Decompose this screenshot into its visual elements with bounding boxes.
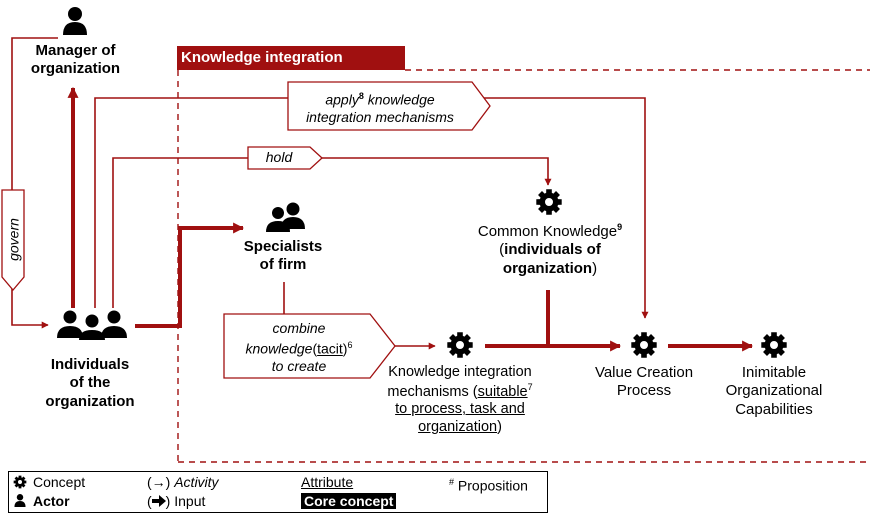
paren-close: ) [165, 493, 171, 509]
vcp-label-line2: Process [616, 382, 672, 400]
common-knowledge-attr-line2: organization [502, 259, 593, 277]
proposition-7-marker: 7 [527, 381, 533, 392]
legend-activity: (→) Activity [147, 474, 219, 491]
people-group-icon [57, 310, 127, 340]
common-knowledge-node-label: Common Knowledge9 (individuals of organi… [455, 222, 645, 278]
paren-open: ( [499, 241, 505, 259]
combine-label: combine knowledge(tacit)6 to create [224, 320, 374, 375]
legend-attribute-label: Attribute [301, 474, 354, 490]
individuals-label-line1: Individuals [50, 356, 130, 373]
edge-common-to-vcp [546, 290, 610, 348]
hold-label-shape [247, 146, 323, 170]
kim-attr-suitable: suitable [477, 383, 528, 400]
paren-close: ) [497, 418, 502, 435]
legend-activity-label: Activity [174, 474, 219, 490]
vcp-node-label: Value Creation Process [584, 364, 704, 401]
manager-node-label: Manager of organization [18, 42, 133, 79]
proposition-6-marker: 6 [347, 340, 353, 350]
ioc-label-line2: Organizational [725, 382, 823, 400]
ioc-label-line3: Capabilities [735, 400, 813, 418]
gear-icon [447, 332, 473, 358]
specialists-label-line2: of firm [259, 256, 307, 274]
combine-label-line1: combine [272, 320, 326, 336]
vcp-label-line1: Value Creation [594, 364, 694, 381]
legend-input-label: Input [174, 493, 206, 509]
ioc-label-line1: Inimitable [741, 364, 807, 381]
specialists-node-label: Specialists of firm [225, 238, 341, 275]
manager-label-line1: Manager of [35, 42, 116, 59]
apply-label-shape [287, 81, 491, 131]
person-icon [63, 7, 87, 35]
legend-proposition: # Proposition [449, 474, 528, 495]
legend-proposition-mark: # [449, 477, 455, 487]
gear-icon [13, 475, 27, 489]
gear-icon [631, 332, 657, 358]
common-knowledge-attr-line1: individuals of [504, 241, 601, 259]
individuals-label-line2: of the [69, 374, 111, 392]
gear-icon [761, 332, 787, 358]
legend-actor-label: Actor [33, 493, 70, 509]
combine-attr-tacit: tacit [317, 340, 343, 357]
kim-node-label: Knowledge integration mechanisms (suitab… [370, 364, 550, 437]
bold-arrow-icon [151, 495, 166, 507]
gear-icon [536, 189, 562, 215]
kim-attr-line4: organization [418, 418, 498, 435]
legend-input: () Input [147, 493, 205, 510]
combine-knowledge-word: knowledge [245, 340, 313, 357]
apply-knowledge-word: knowledge [363, 91, 435, 108]
edge-govern [11, 37, 58, 329]
govern-label: govern [5, 218, 22, 261]
edge-individuals-to-specialists [135, 222, 245, 328]
edge-hold [112, 157, 552, 308]
combine-label-shape [223, 313, 396, 379]
legend: Concept Actor (→) Activity () Input Attr… [8, 471, 548, 513]
knowledge-integration-frame [177, 69, 870, 463]
apply-label: apply8 knowledge integration mechanisms [288, 88, 472, 126]
ioc-node-label: Inimitable Organizational Capabilities [710, 364, 838, 419]
apply-label-line2: integration mechanisms [306, 108, 454, 125]
hold-label: hold [265, 149, 293, 165]
proposition-9-marker: 9 [617, 222, 623, 232]
paren-close: ) [592, 259, 598, 277]
kim-label-line2: mechanisms ( [387, 383, 478, 400]
paren-open: ( [312, 340, 318, 357]
legend-concept-label: Concept [33, 474, 86, 490]
paren-open: ( [147, 493, 152, 509]
common-knowledge-name: Common Knowledge [477, 223, 618, 240]
manager-label-line2: organization [30, 60, 121, 78]
individuals-node-label: Individuals of the organization [30, 356, 150, 411]
paren-close: ) [342, 340, 348, 357]
govern-label-shape [1, 189, 25, 292]
proposition-8-marker: 8 [358, 91, 364, 101]
legend-proposition-label: Proposition [457, 477, 528, 494]
individuals-label-line3: organization [45, 392, 135, 410]
legend-core-concept-label: Core concept [301, 493, 397, 509]
specialists-label-line1: Specialists [243, 238, 323, 255]
people-pair-icon [266, 202, 305, 232]
kim-label-line1: Knowledge integration [388, 364, 532, 380]
combine-label-line3: to create [271, 357, 327, 374]
kim-attr-line3: to process, task and [395, 401, 525, 418]
legend-activity-symbol: (→) [147, 474, 171, 490]
apply-word: apply [325, 91, 359, 108]
knowledge-integration-banner: Knowledge integration [177, 46, 405, 70]
person-icon [14, 494, 26, 507]
